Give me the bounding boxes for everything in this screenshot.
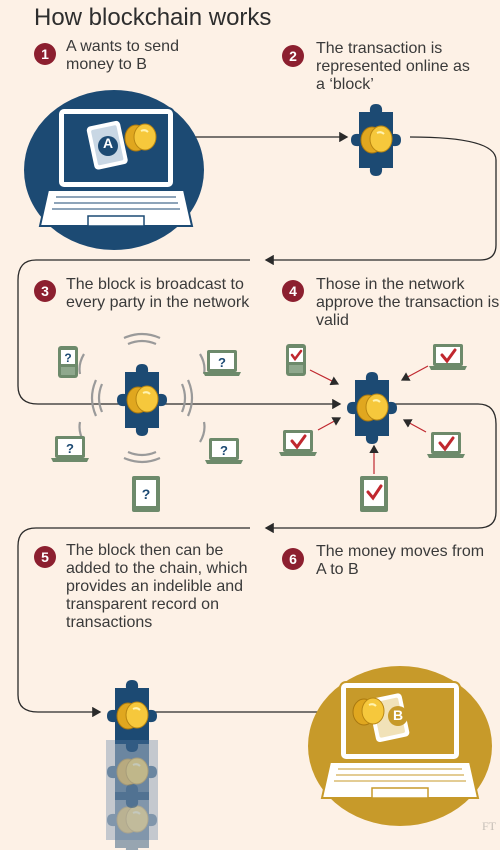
laptop-b-icon: [308, 666, 492, 826]
step-number-badge: 4: [282, 280, 304, 302]
smartphone-check-icon: [284, 342, 308, 378]
source-logo: FT: [481, 819, 496, 833]
laptop-check-icon: [427, 342, 469, 372]
laptop-question-icon: [205, 438, 243, 464]
step-number-badge: 3: [34, 280, 56, 302]
transaction-block-icon: [351, 104, 401, 176]
validated-block-icon: [347, 372, 397, 444]
laptop-question-icon: [203, 350, 241, 376]
step-number-badge: 2: [282, 45, 304, 67]
laptop-question-icon: [51, 436, 89, 462]
step-text: The block is broadcast to every party in…: [66, 276, 250, 311]
step-text: The block then can be added to the chain…: [66, 542, 248, 631]
step-text: Those in the network approve the transac…: [316, 276, 500, 329]
tablet-question-icon: [132, 476, 160, 512]
wallet-label-a: A: [102, 135, 114, 151]
flow-connector-2-3: [264, 136, 497, 266]
step-text: The transaction is represented online as…: [316, 40, 470, 93]
smartphone-question-icon: [58, 346, 78, 378]
flow-connector-3-4: [17, 259, 342, 410]
page-title: How blockchain works: [34, 4, 272, 31]
tablet-check-icon: [358, 474, 390, 514]
approval-arrows: [309, 365, 429, 474]
wallet-label-b: B: [392, 707, 404, 723]
step-text: A wants to send money to B: [66, 38, 179, 73]
step-number-badge: 5: [34, 546, 56, 568]
flow-lines: [17, 131, 497, 718]
flow-connector-5-6: [17, 527, 250, 718]
flow-connector-4-5: [264, 403, 497, 534]
block-chain-icon: [106, 680, 158, 850]
laptop-check-icon: [425, 430, 467, 460]
step-text: The money moves from A to B: [316, 543, 485, 578]
step-number-badge: 1: [34, 43, 56, 65]
step-number-badge: 6: [282, 548, 304, 570]
broadcast-block-icon: [117, 364, 167, 436]
laptop-a-icon: [24, 90, 204, 250]
laptop-check-icon: [277, 428, 319, 458]
